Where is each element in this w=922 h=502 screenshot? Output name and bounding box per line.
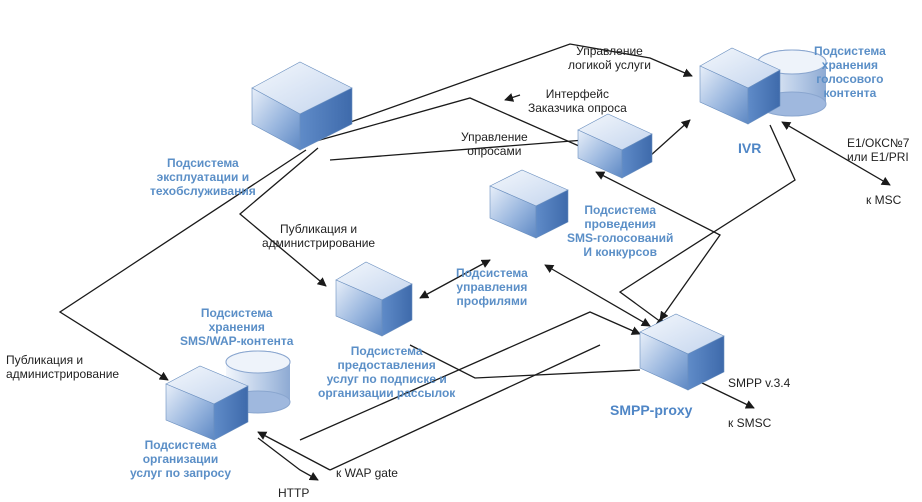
connector-lines [58, 43, 891, 481]
link-customer-iface [504, 93, 521, 102]
link-oam-ivr [299, 43, 693, 141]
subscription-server-box [335, 261, 413, 337]
label-publish-admin-top: Публикация и администрирование [262, 222, 376, 250]
on-demand-server-box [165, 350, 291, 441]
link-oam-bus [329, 137, 611, 161]
label-ivr: IVR [738, 140, 762, 156]
link-ivr-smpp [618, 124, 796, 326]
link-smpp-smsc [699, 381, 755, 409]
link-http [257, 437, 319, 481]
label-smpp-proxy: SMPP-proxy [610, 402, 693, 418]
link-sms-voting-smpp [595, 171, 721, 321]
link-oam-subscription [238, 147, 327, 287]
link-oam-on-demand [58, 149, 307, 381]
link-ivr-msc [781, 121, 891, 186]
label-customer-iface: Интерфейс Заказчика опроса [528, 87, 627, 115]
ivr-server-box [699, 47, 827, 125]
smpp-proxy-server-box [639, 313, 725, 391]
label-on-demand: Подсистема организации услуг по запросу [130, 438, 232, 480]
link-on-demand-smpp [299, 311, 641, 441]
label-subscription: Подсистема предоставления услуг по подпи… [318, 344, 456, 400]
label-voice-storage: Подсистема хранения голосового контента [814, 44, 886, 100]
label-oam: Подсистема эксплуатации и техобслуживани… [150, 156, 256, 198]
label-sms-voting: Подсистема проведения SMS-голосований И … [567, 203, 674, 259]
profiles-server-box [489, 169, 569, 239]
label-smpp-version: SMPP v.3.4 [728, 376, 791, 390]
link-wap-gate [329, 344, 601, 471]
label-http: HTTP [278, 486, 310, 500]
label-publish-admin-left: Публикация и администрирование [6, 353, 120, 381]
link-on-demand-wap [257, 431, 331, 471]
label-service-logic: Управление логикой услуги [568, 44, 651, 72]
label-to-wap-gate: к WAP gate [336, 466, 398, 480]
link-subscription-profiles [419, 259, 491, 299]
label-to-smsc: к SMSC [728, 416, 772, 430]
link-profiles-smpp [544, 264, 651, 327]
sms-voting-server-box [577, 113, 653, 179]
label-profiles: Подсистема управления профилями [456, 266, 528, 308]
label-to-msc: к MSC [866, 193, 902, 207]
label-content-storage: Подсистема хранения SMS/WAP-контента [180, 306, 294, 348]
oam-server-box [251, 61, 353, 151]
link-oam-sms-voting [301, 97, 589, 151]
link-subscription-smpp [409, 344, 641, 379]
label-polls-mgmt: Управление опросами [461, 130, 528, 158]
label-e1: E1/ОКС№7 или E1/PRI [847, 136, 910, 164]
